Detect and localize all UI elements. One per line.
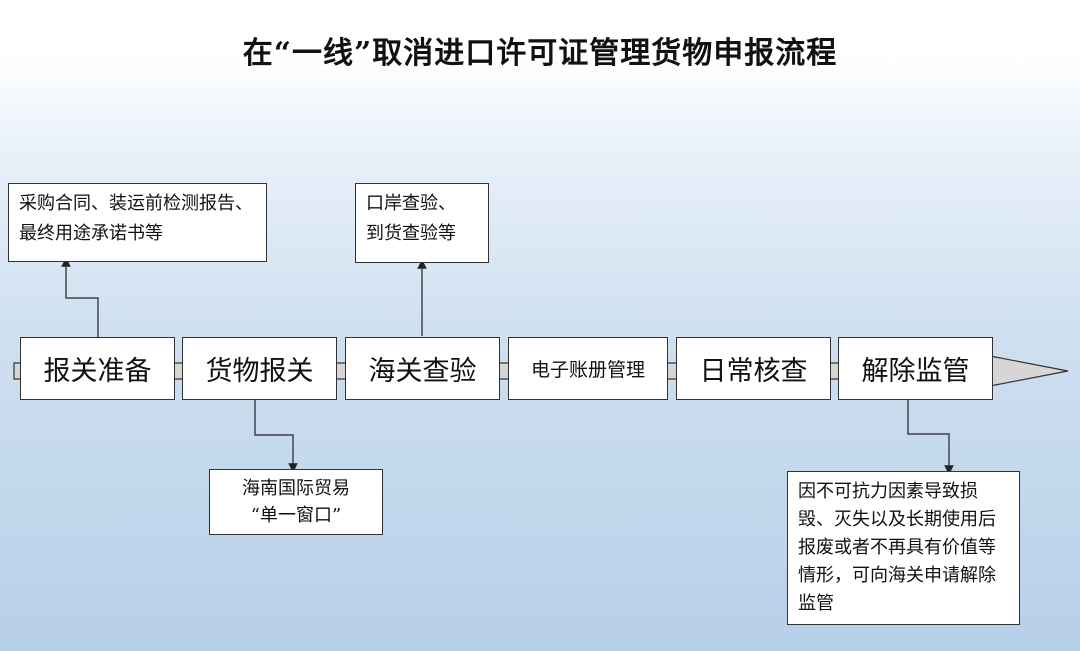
step-customs-inspection: 海关查验 — [345, 337, 500, 400]
connector-step6-note — [907, 400, 954, 475]
diagram-title: 在“一线”取消进口许可证管理货物申报流程 — [242, 36, 838, 71]
note-inspection-types: 口岸查验、 到货查验等 — [355, 183, 489, 263]
note-preparation-documents: 采购合同、装运前检测报告、最终用途承诺书等 — [8, 183, 267, 262]
step-release-supervision: 解除监管 — [838, 337, 993, 400]
step-electronic-ledger: 电子账册管理 — [508, 337, 668, 400]
step-customs-preparation: 报关准备 — [20, 337, 175, 400]
connector-step2-note — [254, 400, 298, 473]
connector-step1-note — [61, 257, 99, 337]
note-single-window: 海南国际贸易 “单一窗口” — [209, 469, 383, 535]
step-goods-declaration: 货物报关 — [182, 337, 337, 400]
note-release-conditions: 因不可抗力因素导致损毁、灭失以及长期使用后报废或者不再具有价值等情形，可向海关申… — [787, 471, 1020, 625]
step-daily-check: 日常核查 — [676, 337, 831, 400]
